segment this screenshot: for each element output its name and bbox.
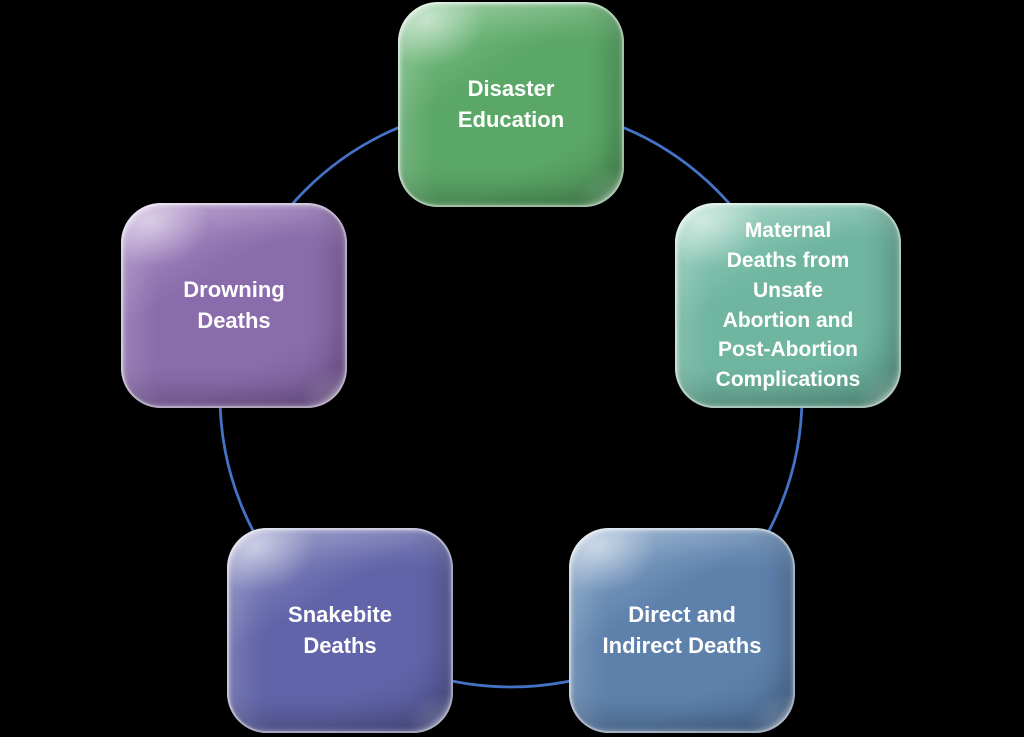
cycle-node-direct-indirect-deaths: Direct and Indirect Deaths — [569, 528, 795, 733]
cycle-node-disaster-education: Disaster Education — [398, 2, 624, 207]
cycle-node-drowning-deaths: Drowning Deaths — [121, 203, 347, 408]
node-label: Drowning Deaths — [183, 277, 285, 333]
node-label: Maternal Deaths from Unsafe Abortion and… — [715, 219, 861, 392]
node-label: Snakebite Deaths — [288, 602, 392, 658]
cycle-node-snakebite-deaths: Snakebite Deaths — [227, 528, 453, 733]
node-label: Disaster Education — [457, 76, 565, 132]
node-label: Direct and Indirect Deaths — [602, 602, 762, 658]
cycle-node-maternal-deaths: Maternal Deaths from Unsafe Abortion and… — [675, 203, 901, 408]
